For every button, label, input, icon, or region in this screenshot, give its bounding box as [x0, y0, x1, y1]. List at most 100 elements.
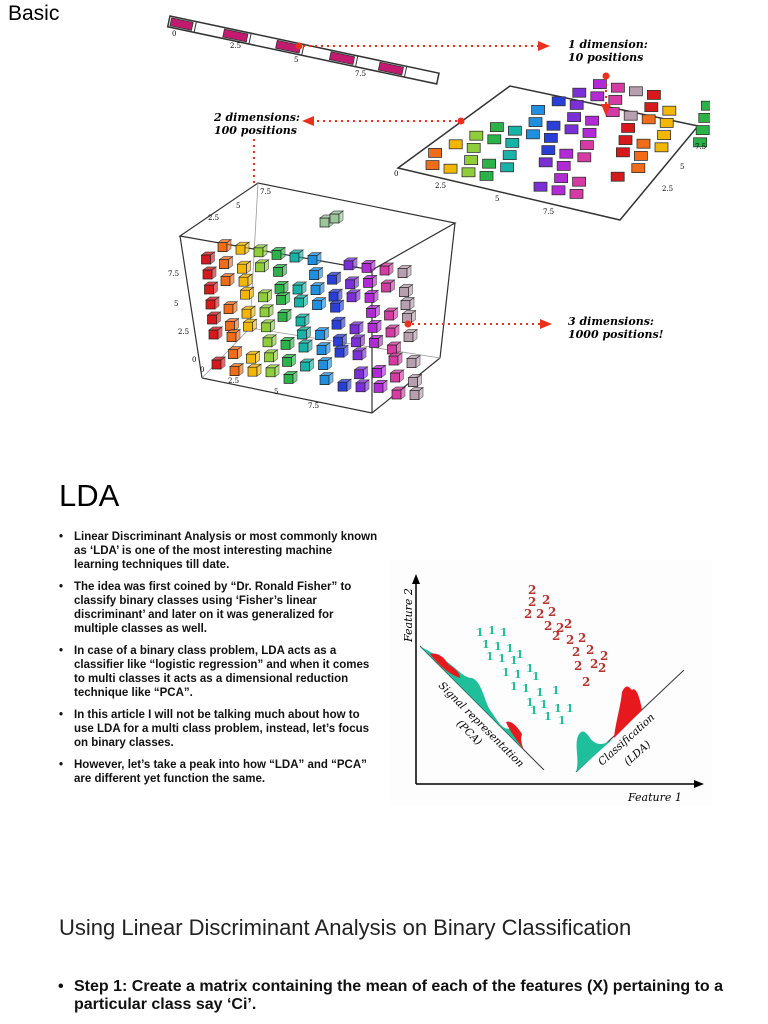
cube — [200, 251, 216, 265]
grid-tile — [425, 160, 440, 171]
cube — [326, 271, 342, 285]
grid-tile — [543, 133, 558, 143]
class1-point: 1 — [558, 714, 566, 727]
cube — [246, 363, 263, 377]
cube — [368, 334, 384, 349]
cube — [276, 308, 293, 323]
class2-point: 2 — [598, 661, 606, 675]
class2-point: 2 — [572, 645, 580, 659]
grid-tile — [448, 139, 463, 150]
class1-point: 1 — [488, 624, 496, 637]
cube — [254, 259, 270, 273]
grid-tile — [636, 138, 651, 149]
cube — [224, 317, 240, 332]
two-dimension-grid — [396, 79, 710, 221]
grid-tile — [662, 105, 677, 116]
svg-text:7.5: 7.5 — [308, 402, 319, 410]
class2-point: 2 — [574, 659, 582, 673]
cube — [270, 246, 287, 261]
class1-point: 1 — [526, 696, 534, 709]
tick-1d-0: 0 — [172, 30, 176, 38]
cube — [258, 304, 275, 318]
cube — [353, 366, 369, 380]
grid-tile — [567, 112, 582, 122]
label-1d-line1: 1 dimension: — [568, 38, 648, 51]
cube — [387, 352, 404, 366]
cube — [264, 364, 281, 378]
svg-text:2.5: 2.5 — [228, 377, 239, 385]
cube — [239, 286, 255, 300]
lda-bullet-list: •Linear Discriminant Analysis or most co… — [58, 530, 380, 794]
list-item: •Step 1: Create a matrix containing the … — [58, 978, 724, 1013]
class1-point: 1 — [514, 668, 522, 681]
cube — [384, 324, 401, 338]
cube — [345, 289, 362, 303]
cube — [260, 319, 276, 333]
grid-tile — [546, 120, 561, 131]
grid-tile — [556, 160, 571, 171]
class1-point: 1 — [498, 652, 506, 665]
cube — [398, 283, 414, 298]
cube — [210, 356, 227, 370]
one-dimension-strip — [166, 15, 440, 85]
cube — [314, 326, 330, 341]
cube — [206, 311, 222, 325]
class1-point: 1 — [526, 662, 534, 675]
svg-text:7.5: 7.5 — [260, 188, 271, 196]
marker-3d — [404, 320, 412, 328]
list-item: •However, let’s take a peak into how “LD… — [59, 759, 367, 785]
cube — [236, 260, 252, 274]
lda-class2-distribution — [614, 686, 642, 738]
marker-2d — [457, 117, 465, 125]
svg-text:7.5: 7.5 — [543, 208, 554, 216]
list-item: •The idea was first coined by “Dr. Ronal… — [59, 581, 352, 635]
grid-tile — [633, 150, 648, 161]
tick-1d-5: 5 — [294, 56, 298, 64]
grid-tile — [577, 152, 592, 163]
tick-1d-25: 2.5 — [230, 42, 241, 50]
class2-point: 2 — [528, 595, 536, 609]
cube — [291, 281, 308, 295]
cube — [396, 264, 413, 279]
grid-tile — [610, 82, 625, 93]
grid-tile — [657, 130, 672, 140]
class2-point: 2 — [578, 631, 586, 645]
grid-tile — [507, 125, 522, 136]
cube — [315, 341, 332, 356]
grid-tile — [559, 148, 574, 159]
three-dimension-cube — [178, 182, 457, 414]
class1-point: 1 — [494, 640, 502, 653]
label-1d-line2: 10 positions — [568, 51, 643, 64]
svg-text:2.5: 2.5 — [208, 214, 219, 222]
list-item: •In this article I will not be talking m… — [59, 709, 370, 749]
cube — [308, 266, 324, 281]
cube — [275, 291, 291, 306]
svg-text:2.5: 2.5 — [662, 185, 673, 193]
label-2d-line2: 100 positions — [214, 124, 297, 137]
cube — [360, 259, 377, 274]
class2-point: 2 — [564, 617, 572, 631]
cube — [354, 379, 371, 393]
cube — [227, 345, 243, 360]
cube — [261, 334, 278, 348]
class2-point: 2 — [586, 643, 594, 657]
cube — [363, 289, 380, 304]
cube — [311, 296, 327, 311]
class2-point: 2 — [544, 619, 552, 633]
grid-tile — [551, 185, 566, 196]
cube — [279, 336, 296, 351]
class1-point: 1 — [522, 682, 530, 695]
grid-tile — [693, 137, 707, 148]
tick-1d-75: 7.5 — [355, 70, 366, 78]
cube — [257, 289, 273, 303]
class2-point: 2 — [542, 593, 550, 607]
grid-tile — [615, 147, 630, 158]
cube — [380, 279, 396, 293]
svg-text:2.5: 2.5 — [178, 328, 189, 336]
cube — [207, 326, 224, 340]
cube — [273, 280, 290, 295]
grid-tile — [631, 163, 646, 174]
svg-text:5: 5 — [236, 202, 240, 210]
class1-point: 1 — [536, 686, 544, 699]
